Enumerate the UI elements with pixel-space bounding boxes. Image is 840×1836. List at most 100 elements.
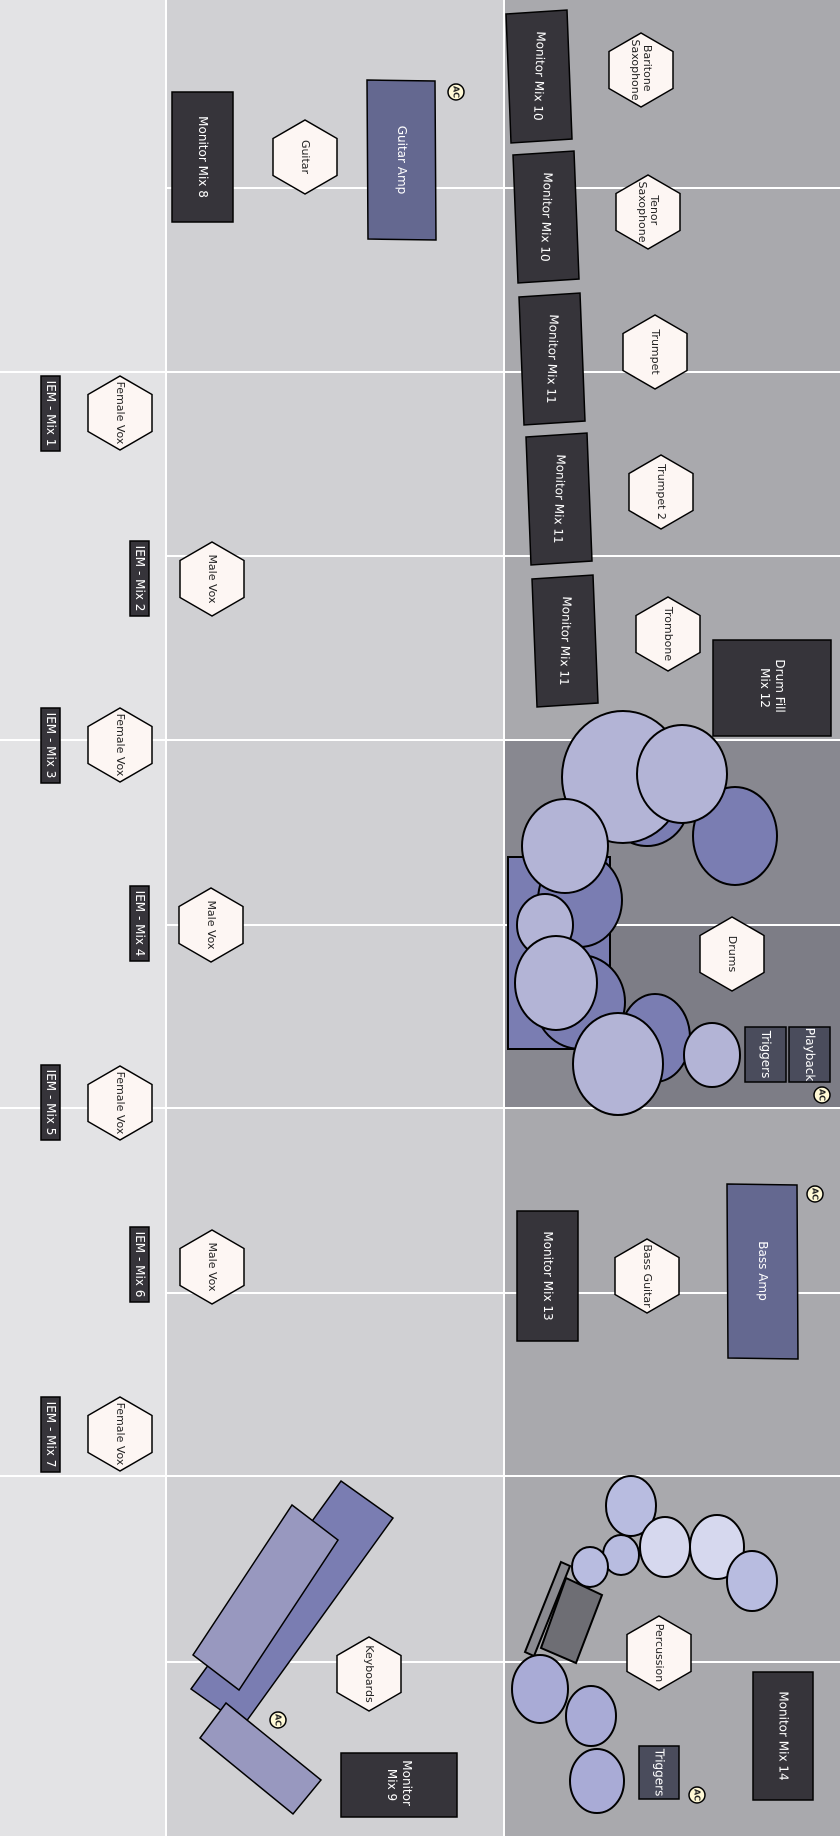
female-vox-3-label: Female Vox (114, 1072, 127, 1135)
percussion-label: Percussion (653, 1624, 666, 1683)
ac-outlet-guitar: AC (447, 83, 465, 101)
conga-1 (605, 1475, 657, 1537)
bass-guitar: Bass Guitar (614, 1238, 680, 1314)
keyboard-upper (191, 1503, 340, 1692)
drums-label: Drums (726, 936, 739, 973)
monitor-wedge-3-label: Monitor Mix 11 (544, 314, 561, 404)
iem-mix-3: IEM - Mix 3 (40, 707, 61, 784)
bongo-2 (571, 1546, 609, 1588)
iem-mix-1: IEM - Mix 1 (40, 375, 61, 452)
keyboards: Keyboards (336, 1636, 402, 1712)
male-vox-3-label: Male Vox (206, 1242, 219, 1292)
ac-outlet-keyboards: AC (269, 1711, 287, 1729)
female-vox-1: Female Vox (87, 375, 153, 451)
drum-kit (507, 710, 778, 1116)
trumpet-1: Trumpet (622, 314, 688, 390)
triggers-drums: Triggers (744, 1026, 787, 1083)
monitor-wedge-2-label: Monitor Mix 10 (538, 172, 555, 262)
iem-mix-5-label: IEM - Mix 5 (44, 1070, 58, 1136)
monitor-wedge-1: Monitor Mix 10 (505, 9, 573, 144)
monitor-mix-14-label: Monitor Mix 14 (777, 1691, 791, 1780)
tenor-sax-label-line1: Tenor (648, 194, 661, 225)
male-vox-2: Male Vox (178, 887, 244, 963)
monitor-mix-9: Monitor Mix 9 (340, 1752, 458, 1818)
ac-label-bass: AC (811, 1188, 820, 1200)
trumpet-2: Trumpet 2 (628, 454, 694, 530)
effects-cymbal (683, 1022, 741, 1088)
ac-label-keyboards: AC (274, 1714, 283, 1726)
timbale-2 (565, 1685, 617, 1747)
monitor-mix-8: Monitor Mix 8 (171, 91, 234, 223)
triggers-percussion: Triggers (638, 1745, 680, 1800)
ac-outlet-drums: AC (813, 1086, 831, 1104)
drums: Drums (699, 916, 765, 992)
female-vox-2: Female Vox (87, 707, 153, 783)
female-vox-2-label: Female Vox (114, 714, 127, 777)
female-vox-3: Female Vox (87, 1065, 153, 1141)
guitar-label: Guitar (299, 140, 312, 175)
iem-mix-5: IEM - Mix 5 (40, 1064, 61, 1141)
monitor-wedge-4-label: Monitor Mix 11 (551, 454, 568, 544)
timbale-1 (511, 1654, 569, 1724)
female-vox-1-label: Female Vox (114, 382, 127, 445)
tenor-sax-label-line2: Saxophone (636, 181, 649, 242)
hi-hat (514, 935, 598, 1031)
ac-label-guitar: AC (452, 86, 461, 98)
drum-fill-label-line1: Drum Fill (773, 659, 787, 712)
trumpet-1-label: Trumpet (649, 328, 662, 375)
monitor-mix-13-label: Monitor Mix 13 (541, 1231, 555, 1320)
ac-outlet-percussion: AC (688, 1786, 706, 1804)
iem-mix-3-label: IEM - Mix 3 (44, 713, 58, 779)
monitor-wedge-5-label: Monitor Mix 11 (557, 596, 574, 686)
monitor-wedge-4: Monitor Mix 11 (525, 432, 593, 566)
conga-3 (689, 1514, 745, 1580)
iem-mix-4-label: IEM - Mix 4 (133, 891, 147, 957)
iem-mix-7: IEM - Mix 7 (40, 1396, 61, 1473)
monitor-wedge-2: Monitor Mix 10 (512, 150, 580, 284)
baritone-sax-label-line2: Saxophone (629, 39, 642, 100)
drum-fill-label-line2: Mix 12 (758, 668, 772, 708)
ac-label-drums: AC (818, 1089, 827, 1101)
baritone-sax: Baritone Saxophone (608, 32, 674, 108)
trombone: Trombone (635, 596, 701, 672)
floor-tom-2 (692, 786, 778, 886)
triggers-drums-label: Triggers (759, 1030, 773, 1079)
monitor-mix-13: Monitor Mix 13 (516, 1210, 579, 1342)
iem-mix-2: IEM - Mix 2 (129, 540, 150, 617)
drum-fill-label: Drum Fill Mix 12 (758, 659, 787, 716)
female-vox-4-label: Female Vox (114, 1403, 127, 1466)
crash-cymbal (636, 724, 728, 824)
iem-mix-6-label: IEM - Mix 6 (133, 1232, 147, 1298)
trumpet-2-label: Trumpet 2 (655, 463, 668, 520)
bass-amp: Bass Amp (726, 1183, 799, 1360)
iem-mix-6: IEM - Mix 6 (129, 1226, 150, 1303)
monitor-mix-14: Monitor Mix 14 (752, 1671, 814, 1801)
ac-label-percussion: AC (693, 1789, 702, 1801)
monitor-wedge-1-label: Monitor Mix 10 (531, 31, 548, 121)
iem-mix-2-label: IEM - Mix 2 (133, 546, 147, 612)
keyboard-rig (189, 1479, 395, 1816)
male-vox-1: Male Vox (179, 541, 245, 617)
china-cymbal (572, 1012, 664, 1116)
crash-cymbal-2 (521, 798, 609, 894)
monitor-mix-9-label-line1: Monitor (400, 1760, 414, 1806)
male-vox-3: Male Vox (179, 1229, 245, 1305)
monitor-mix-9-label-line2: Mix 9 (385, 1769, 399, 1801)
percussion: Percussion (626, 1615, 692, 1691)
female-vox-4: Female Vox (87, 1396, 153, 1472)
baritone-sax-label: Baritone Saxophone (629, 39, 654, 100)
guitar-amp-label: Guitar Amp (395, 126, 409, 195)
keyboards-label: Keyboards (363, 1645, 376, 1703)
monitor-wedge-5: Monitor Mix 11 (531, 574, 599, 708)
drum-fill-monitor: Drum Fill Mix 12 (712, 639, 832, 737)
male-vox-1-label: Male Vox (206, 554, 219, 604)
bass-guitar-label: Bass Guitar (641, 1244, 654, 1308)
conga-2 (639, 1516, 691, 1578)
triggers-percussion-label: Triggers (653, 1748, 667, 1797)
baritone-sax-label-line1: Baritone (641, 45, 654, 92)
percussion-kit (511, 1475, 778, 1814)
monitor-mix-9-label: Monitor Mix 9 (385, 1760, 414, 1809)
tenor-sax: Tenor Saxophone (615, 174, 681, 250)
monitor-wedge-3: Monitor Mix 11 (518, 292, 586, 426)
guitar-amp: Guitar Amp (366, 79, 437, 241)
